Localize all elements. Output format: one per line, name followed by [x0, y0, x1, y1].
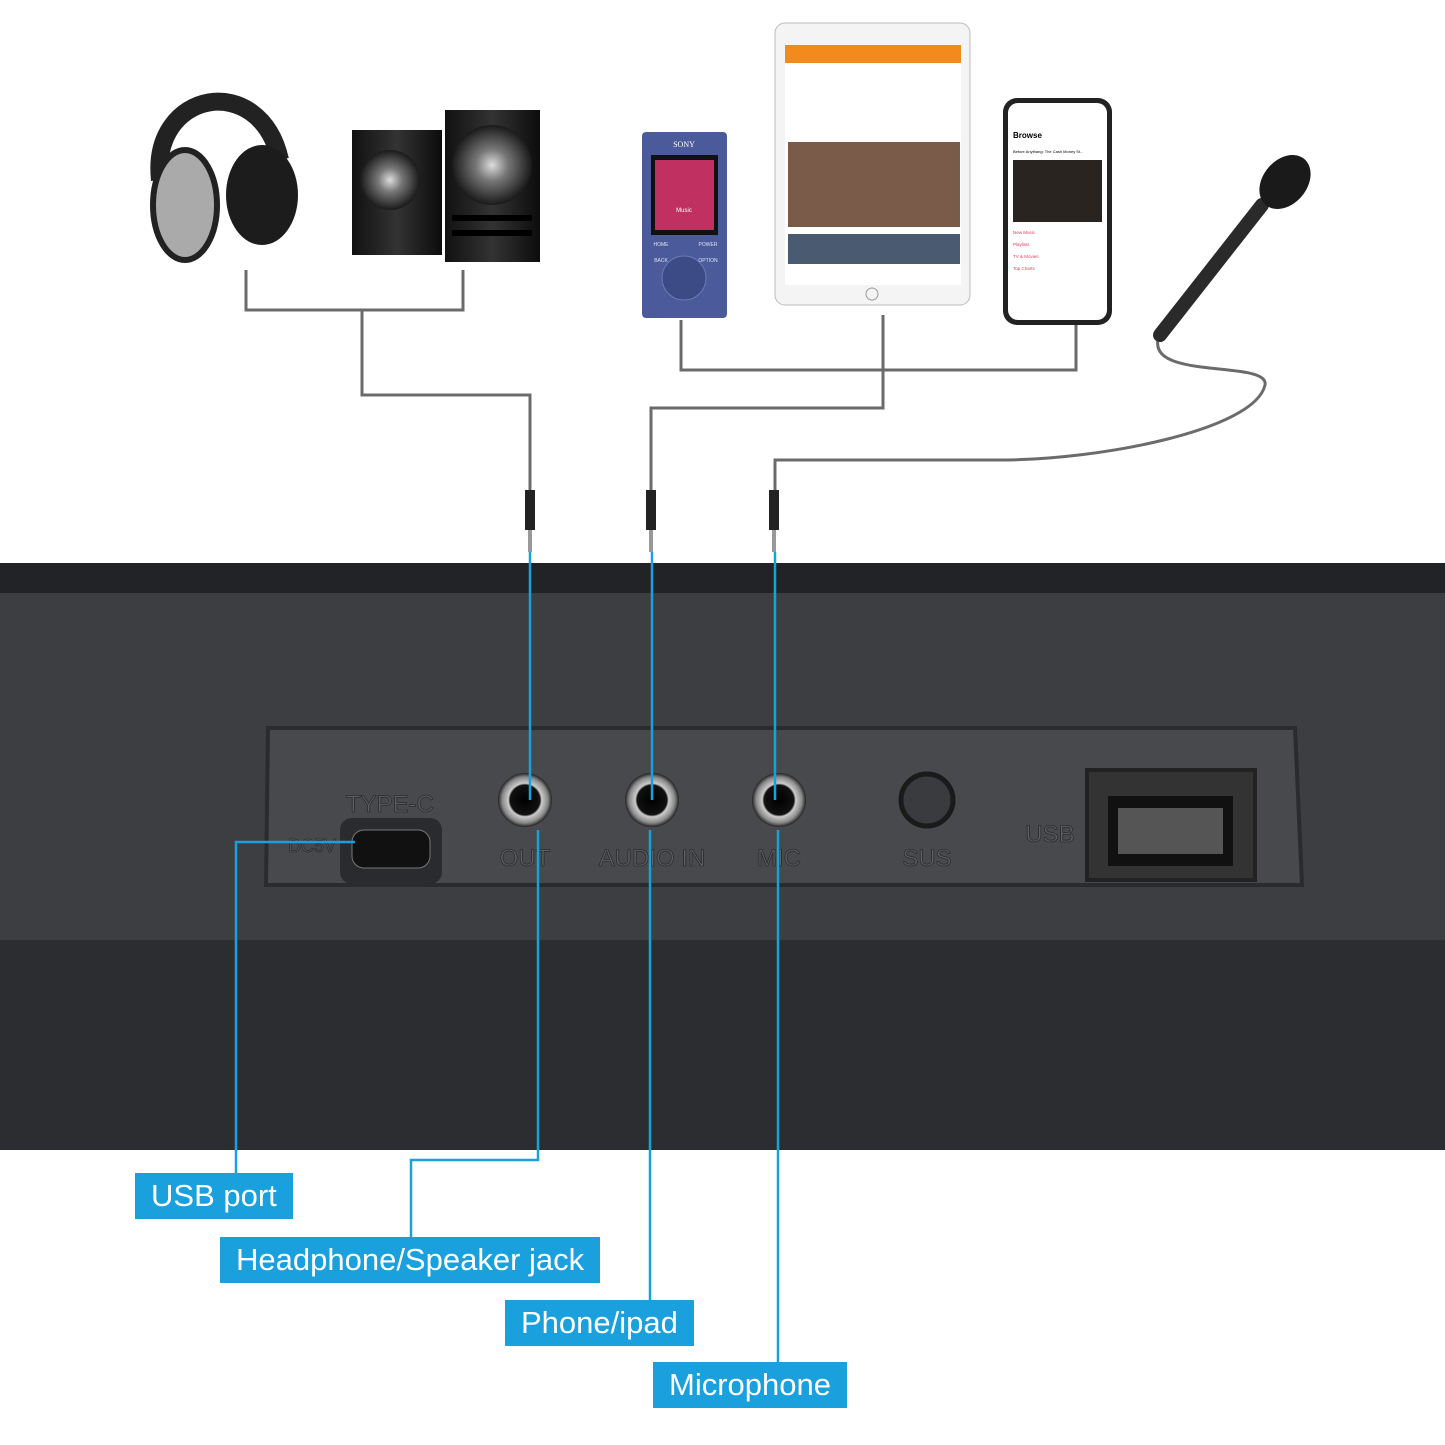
headphone-speaker-jack-callout: Headphone/Speaker jack	[220, 1237, 601, 1283]
phone-ipad-callout: Phone/ipad	[505, 1300, 694, 1346]
microphone-icon	[1153, 155, 1311, 342]
out-label: OUT	[500, 845, 551, 872]
walkman-brand: SONY	[673, 140, 695, 149]
callout-lines	[234, 552, 780, 1362]
walkman-player: SONY Music HOME POWER BACK OPTION	[642, 132, 727, 318]
speakers-icon	[352, 110, 540, 262]
tablet-icon	[774, 22, 971, 306]
walkman-power-button[interactable]: POWER	[699, 242, 718, 248]
walkman-home-button[interactable]: HOME	[654, 242, 670, 248]
phone-headline: Before Anythang: The Cash Money St...	[1013, 149, 1083, 154]
phone-title: Browse	[1013, 131, 1042, 140]
audio-cables	[244, 270, 1267, 492]
dc-label: DC5V	[288, 836, 336, 856]
keyboard-rear-panel: TYPE-C DC5V OUT AUDIO IN MIC SUS USB	[0, 563, 1445, 1150]
walkman-back-button[interactable]: BACK	[654, 258, 668, 264]
mic-jack[interactable]	[752, 773, 806, 827]
phone-menu-item: New Music	[1013, 230, 1036, 235]
sus-jack[interactable]	[898, 771, 956, 829]
walkman-screen-label: Music	[676, 208, 692, 214]
usb-port-callout: USB port	[135, 1173, 293, 1219]
phone-menu-item: TV & Movies	[1013, 254, 1039, 259]
headphones-icon	[150, 92, 298, 263]
sus-label: SUS	[902, 845, 951, 872]
type-c-label: TYPE-C	[346, 791, 434, 818]
phone-icon: Browse Before Anythang: The Cash Money S…	[1003, 98, 1112, 325]
audio-in-label: AUDIO IN	[599, 845, 706, 872]
phone-menu-item: Top Charts	[1013, 266, 1036, 271]
microphone-callout: Microphone	[653, 1362, 847, 1408]
audio-plugs	[525, 490, 779, 552]
phone-menu-item: Playlists	[1013, 242, 1030, 247]
out-jack[interactable]	[498, 773, 552, 827]
walkman-option-button[interactable]: OPTION	[698, 258, 718, 264]
usb-label: USB	[1025, 821, 1074, 848]
